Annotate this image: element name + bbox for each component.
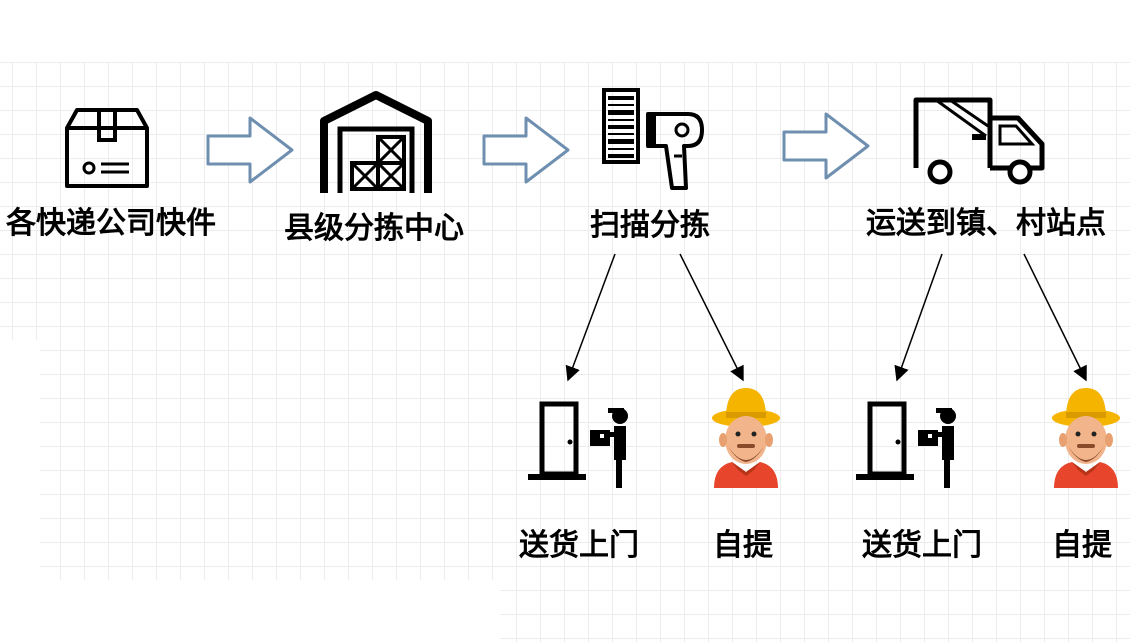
flow-arrow-1 (206, 116, 294, 184)
branch-arrow-pickup-2 (1023, 253, 1087, 382)
door-delivery-icon (528, 404, 628, 488)
node-courier-packages: 各快递公司快件 (6, 206, 216, 241)
branch-self-pickup-1: 自提 (713, 528, 773, 563)
flow-arrow-2 (482, 116, 570, 184)
warehouse-icon (320, 91, 432, 193)
branch-arrow-door-1 (565, 253, 616, 382)
branch-door-delivery-2: 送货上门 (862, 528, 982, 563)
door-delivery-icon (856, 404, 956, 488)
delivery-truck-icon (913, 97, 1045, 185)
branch-arrow-pickup-1 (679, 253, 744, 382)
branch-self-pickup-2: 自提 (1052, 528, 1112, 563)
node-county-sorting-center: 县级分拣中心 (284, 211, 464, 246)
flow-arrow-3 (782, 112, 870, 180)
package-box-icon (65, 108, 149, 188)
node-deliver-to-stations: 运送到镇、村站点 (866, 206, 1106, 241)
farmer-icon (712, 388, 780, 488)
node-scan-sorting: 扫描分拣 (590, 208, 710, 243)
farmer-icon (1052, 388, 1120, 488)
barcode-scanner-icon (602, 88, 704, 190)
branch-door-delivery-1: 送货上门 (519, 528, 639, 563)
branch-arrow-door-2 (894, 253, 943, 382)
